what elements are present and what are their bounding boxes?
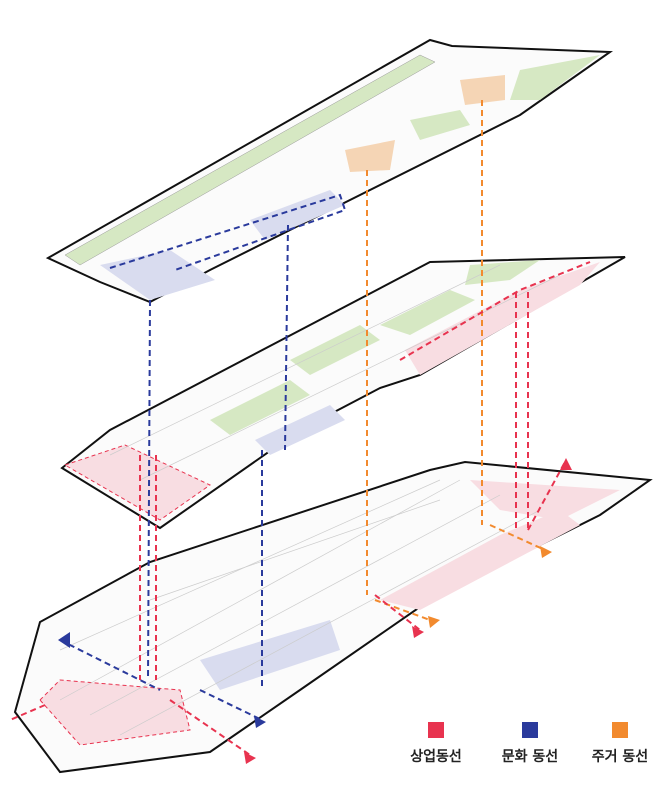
legend-label: 문화 동선 xyxy=(501,749,559,765)
legend-label: 상업동선 xyxy=(410,749,462,765)
commercial-swatch xyxy=(428,722,444,738)
cultural-circulation-lines xyxy=(59,193,347,721)
top-floor-slab xyxy=(45,38,614,304)
middle-floor-slab xyxy=(60,256,626,530)
ground-floor-slab xyxy=(13,460,653,774)
legend-residential: 주거 동선 xyxy=(575,722,665,766)
legend-commercial: 상업동선 xyxy=(391,722,481,766)
legend-cultural: 문화 동선 xyxy=(485,722,575,766)
legend-label: 주거 동선 xyxy=(591,749,649,765)
residential-swatch xyxy=(612,722,628,738)
commercial-circulation-lines xyxy=(9,261,591,756)
arrow-heads xyxy=(58,458,572,764)
cultural-swatch xyxy=(522,722,538,738)
